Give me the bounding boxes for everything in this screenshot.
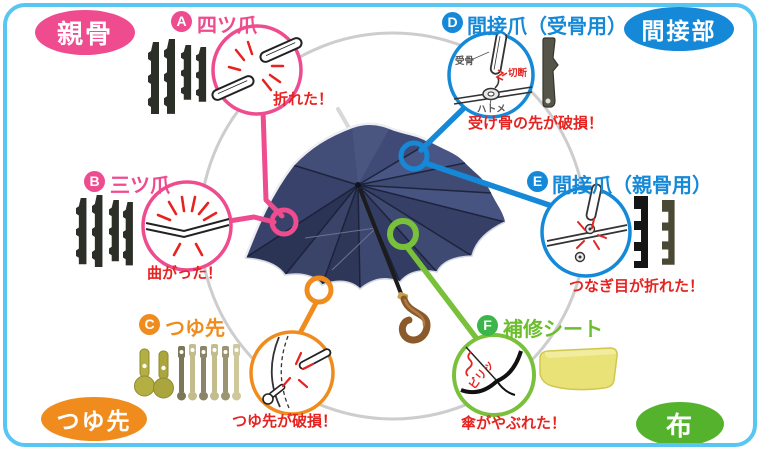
label-hatome: ハトメ (477, 104, 506, 115)
section-b-letter: B (84, 171, 105, 192)
connector-b (226, 214, 277, 225)
badge-main-rib: 親骨 (35, 10, 135, 55)
umbrella-image (243, 107, 506, 344)
section-d-title: 間接爪（受骨用） (467, 16, 627, 38)
section-d-caption: 受け骨の先が破損！ (468, 115, 604, 132)
parts-a-four-claws (148, 39, 207, 114)
badge-cloth: 布 (636, 402, 724, 446)
callout-a (211, 24, 303, 116)
callout-e (540, 183, 632, 278)
connector-d (418, 106, 466, 153)
badge-tip: つゆ先 (41, 397, 147, 441)
callout-c (249, 330, 335, 416)
section-a-letter: A (171, 11, 192, 32)
section-e-title: 間接爪（親骨用） (552, 175, 712, 197)
parts-d-joint-claw (542, 37, 559, 108)
connector-f (404, 244, 483, 346)
callout-f: ビリッ (452, 333, 536, 417)
section-a-title: 四ツ爪 (197, 15, 257, 37)
parts-c-tips (134, 344, 241, 401)
section-b-caption: 曲がった！ (147, 265, 223, 282)
connector-c (296, 300, 319, 338)
parts-f-repair-sheet (539, 347, 618, 391)
label-setsudan: 切断 (508, 67, 528, 79)
parts-b-three-claws (76, 195, 133, 267)
section-c-caption: つゆ先が破損！ (232, 413, 338, 430)
callout-b (141, 180, 233, 272)
section-f-letter: F (477, 315, 498, 336)
label-ukebone: 受骨 (455, 55, 474, 67)
section-c-title: つゆ先 (165, 318, 225, 340)
ring-joint (398, 140, 430, 172)
section-c-letter: C (139, 314, 160, 335)
callout-d: 受骨 切断 ハトメ (447, 31, 535, 119)
ring-canopy (387, 218, 419, 250)
section-f-caption: 傘がやぶれた！ (461, 415, 567, 432)
parts-e-joint-claws (634, 196, 675, 268)
section-d-letter: D (442, 12, 463, 33)
section-a-caption: 折れた！ (273, 91, 334, 108)
section-b-title: 三ツ爪 (110, 175, 170, 197)
section-f-title: 補修シート (503, 319, 603, 341)
ring-main-rib (269, 207, 299, 237)
ring-tip (304, 275, 334, 305)
section-e-caption: つなぎ目が折れた！ (569, 278, 705, 295)
connector-e (422, 160, 555, 209)
badge-joint-part: 間接部 (624, 7, 734, 51)
section-e-letter: E (527, 171, 548, 192)
